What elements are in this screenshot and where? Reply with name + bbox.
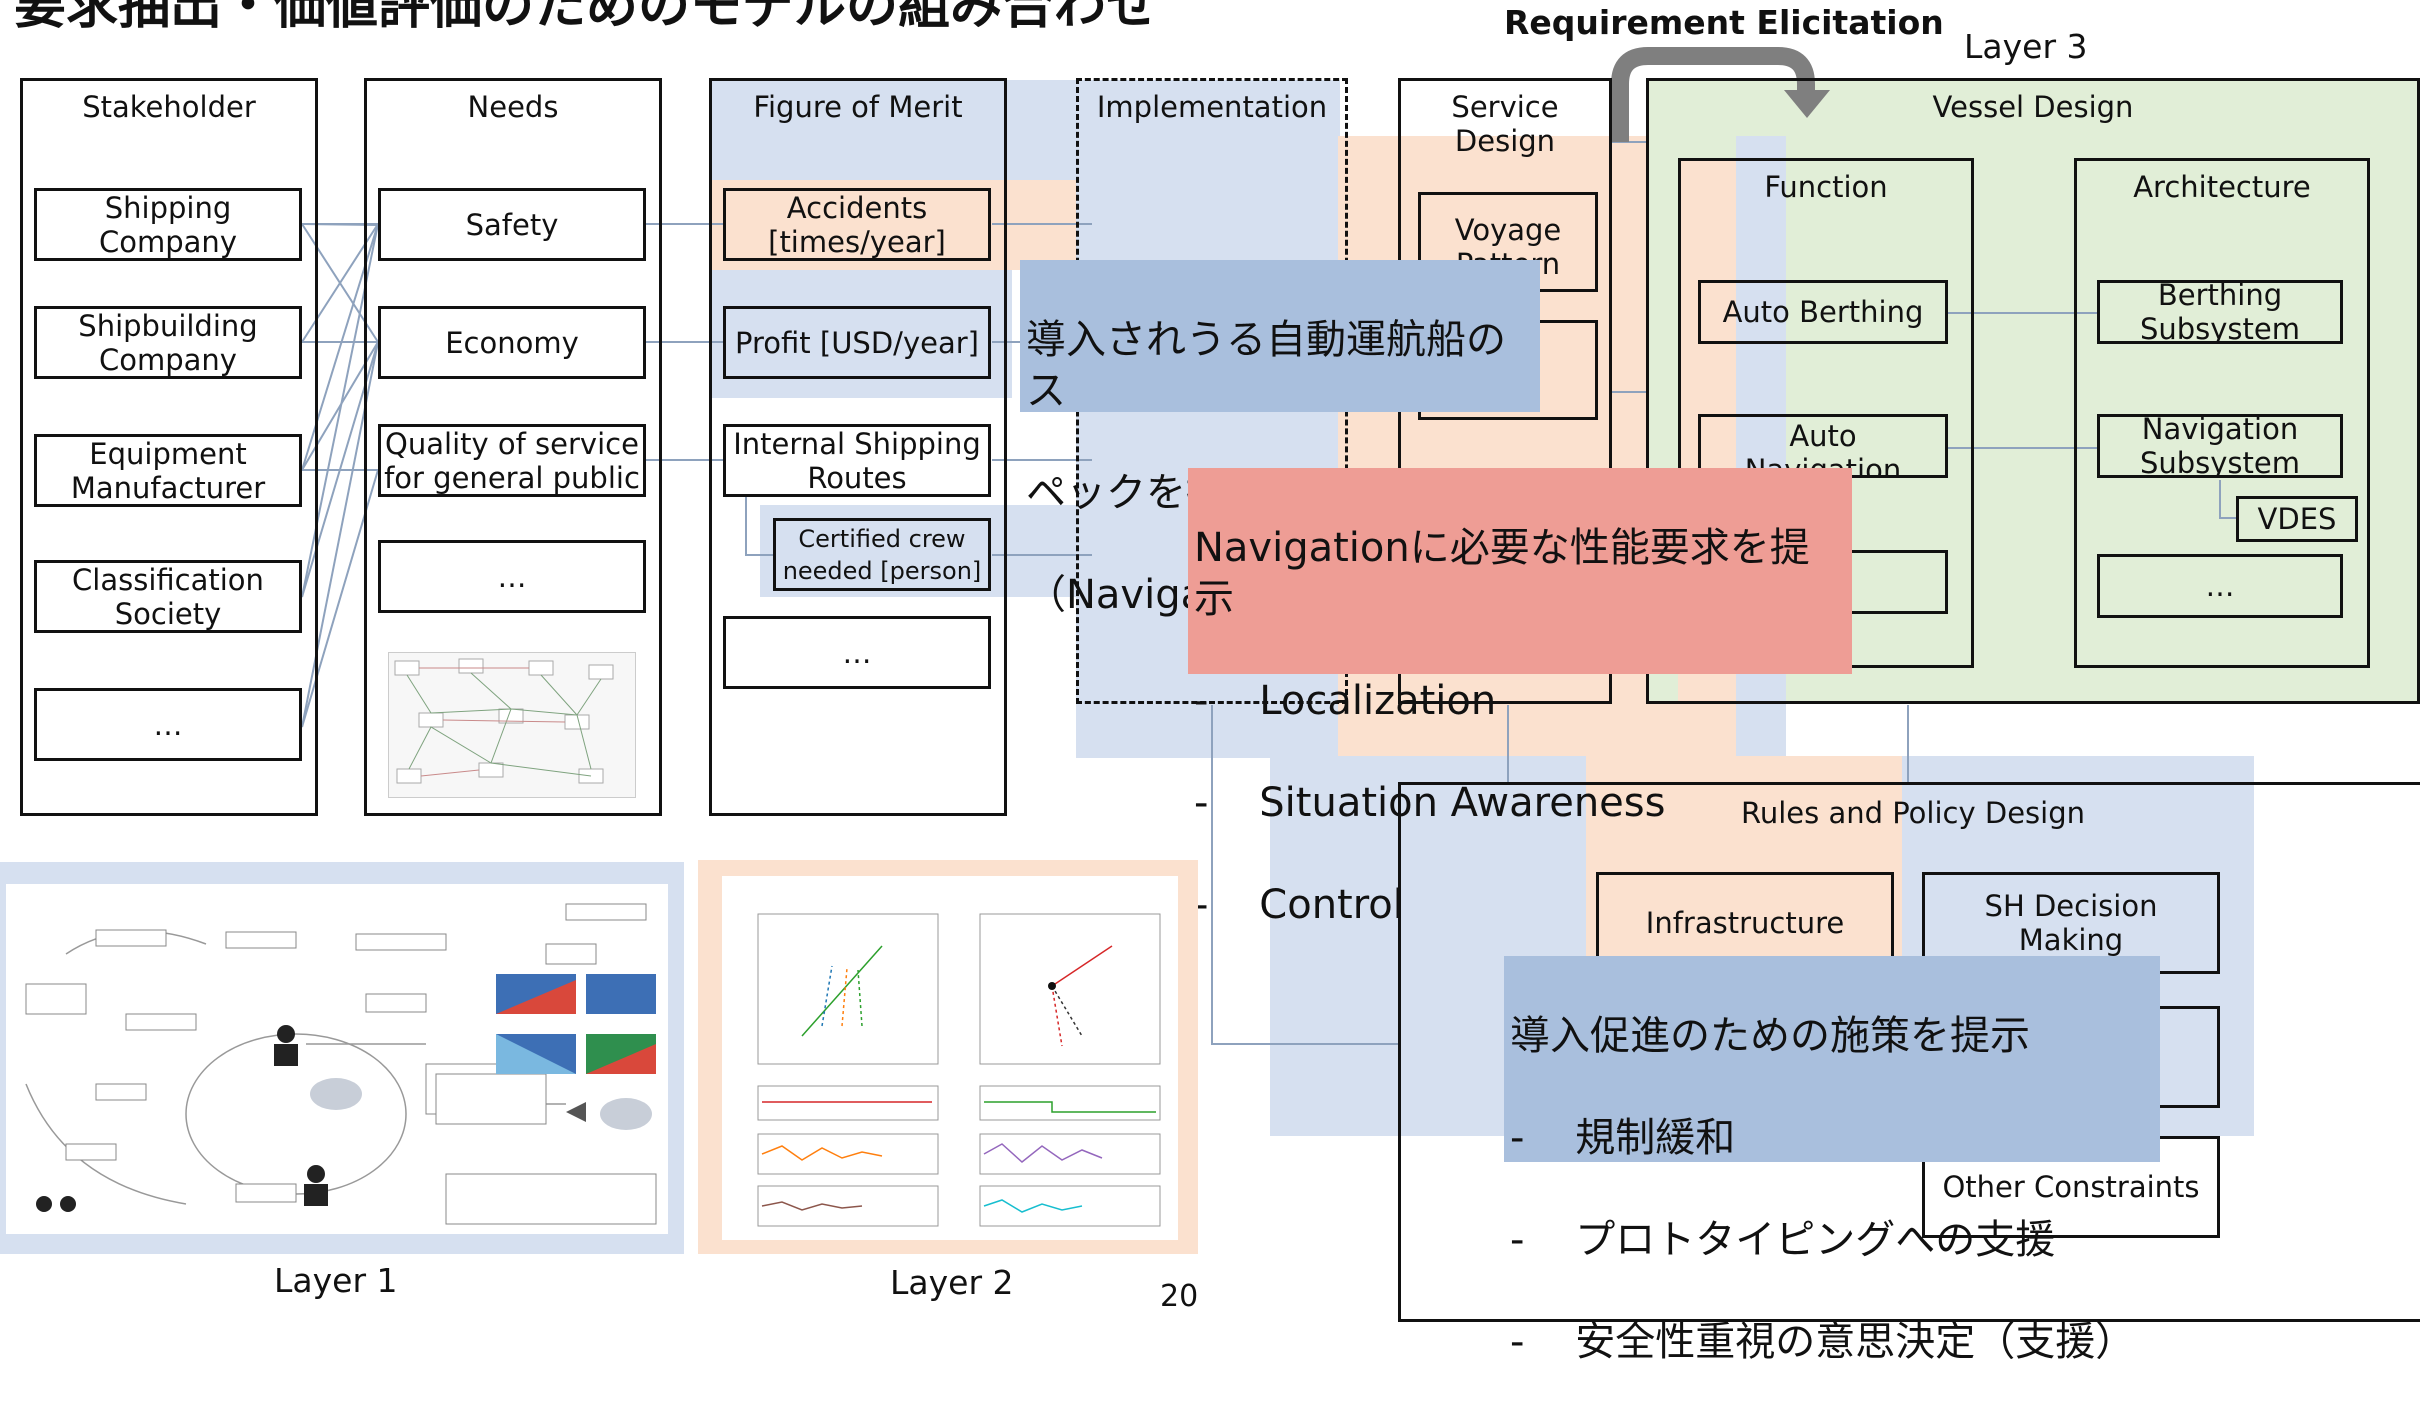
needs-title: Needs [467, 90, 559, 124]
stakeholder-shipbuilding-company[interactable]: Shipbuilding Company [34, 306, 302, 379]
fom-internal-shipping-routes[interactable]: Internal Shipping Routes [723, 424, 991, 497]
architecture-berthing-subsystem[interactable]: Berthing Subsystem [2097, 280, 2343, 344]
layer3-label: Layer 3 [1964, 27, 2088, 66]
rules-policy-title: Rules and Policy Design [1741, 796, 2085, 830]
navigation-callout-line-2: - Localization [1194, 678, 1497, 724]
navigation-callout: Navigationに必要な性能要求を提示 - Localization - S… [1188, 468, 1852, 928]
policy-callout: 導入促進のための施策を提示 - 規制緩和 - プロトタイピングへの支援 - 安全… [1504, 956, 2160, 1365]
fom-more[interactable]: … [723, 616, 991, 689]
fom-title: Figure of Merit [753, 90, 963, 124]
architecture-navigation-subsystem[interactable]: Navigation Subsystem [2097, 414, 2343, 478]
needs-panel [364, 78, 662, 816]
policy-callout-line-4: - 安全性重視の意思決定（支援） [1510, 1319, 2136, 1365]
stakeholder-classification-society[interactable]: Classification Society [34, 560, 302, 633]
navigation-callout-line-4: - Control [1194, 882, 1404, 928]
fom-panel [709, 78, 1007, 816]
policy-callout-line-1: 導入促進のための施策を提示 [1510, 1013, 2030, 1059]
layer1-system-diagram [25, 903, 657, 1225]
fom-accidents[interactable]: Accidents [times/year] [723, 188, 991, 261]
stakeholder-shipping-company[interactable]: Shipping Company [34, 188, 302, 261]
function-auto-berthing[interactable]: Auto Berthing [1698, 280, 1948, 344]
architecture-vdes[interactable]: VDES [2236, 496, 2358, 542]
page-number: 20 [1160, 1279, 1199, 1314]
navigation-callout-line-1: Navigationに必要な性能要求を提示 [1194, 525, 1810, 622]
fom-certified-crew[interactable]: Certified crew needed [person] [773, 518, 991, 591]
requirement-elicitation-label: Requirement Elicitation [1504, 3, 1944, 42]
layer2-label: Layer 2 [890, 1263, 1014, 1302]
rules-sh-decision-making[interactable]: SH Decision Making [1922, 872, 2220, 974]
vessel-design-title: Vessel Design [1932, 90, 2134, 124]
navigation-callout-line-3: - Situation Awareness [1194, 780, 1666, 826]
vessel-design-panel [1646, 78, 2420, 704]
needs-network-thumbnail [388, 652, 636, 798]
stakeholder-equipment-manufacturer[interactable]: Equipment Manufacturer [34, 434, 302, 507]
fom-profit[interactable]: Profit [USD/year] [723, 306, 991, 379]
implementation-callout-line-1: 導入されうる自動運航船のス [1026, 317, 1506, 414]
fom-blue-zone [712, 80, 1340, 180]
implementation-callout: 導入されうる自動運航船のス ペックを提示 （Navigation半自動化） [1020, 260, 1540, 618]
policy-callout-line-3: - プロトタイピングへの支援 [1510, 1217, 2056, 1263]
layer2-plots [757, 913, 1161, 1227]
function-title: Function [1764, 170, 1888, 204]
stakeholder-title: Stakeholder [82, 90, 256, 124]
architecture-title: Architecture [2133, 170, 2311, 204]
needs-quality-of-service[interactable]: Quality of service for general public [378, 424, 646, 497]
layer1-label: Layer 1 [274, 1261, 398, 1300]
needs-economy[interactable]: Economy [378, 306, 646, 379]
layer1-image [6, 884, 668, 1234]
stakeholder-panel [20, 78, 318, 816]
policy-callout-line-2: - 規制緩和 [1510, 1115, 1736, 1161]
network-diagram-image [394, 658, 614, 784]
service-design-title: Service Design [1451, 90, 1559, 158]
needs-safety[interactable]: Safety [378, 188, 646, 261]
architecture-more[interactable]: … [2097, 554, 2343, 618]
needs-more[interactable]: … [378, 540, 646, 613]
implementation-title: Implementation [1096, 90, 1328, 124]
page-title: 要求抽出・価値評価のためのモデルの組み合わせ [14, 0, 1159, 36]
stakeholder-more[interactable]: … [34, 688, 302, 761]
layer2-image [722, 876, 1178, 1240]
architecture-panel [2074, 158, 2370, 668]
